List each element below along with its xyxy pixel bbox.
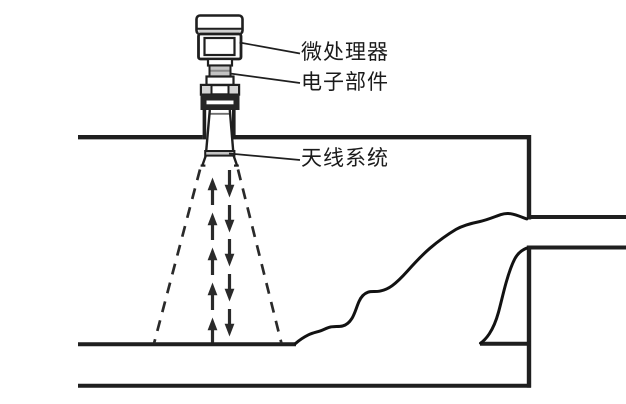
transmit-wave-arrows bbox=[224, 170, 235, 337]
sensor-display-window bbox=[203, 36, 236, 57]
echo-wave-arrows bbox=[207, 177, 218, 343]
radar-sensor-head bbox=[195, 14, 244, 61]
leader-electronics bbox=[229, 72, 301, 84]
tank-vessel bbox=[78, 134, 626, 388]
roof-nozzle bbox=[202, 109, 236, 140]
horn-side-right bbox=[228, 109, 235, 152]
sensor-cap-rim-shade bbox=[198, 29, 241, 34]
horn-flare-right bbox=[232, 155, 239, 166]
down-arrow-head bbox=[224, 184, 235, 198]
material-surface-profile bbox=[294, 211, 529, 345]
leader-microprocessor bbox=[239, 41, 301, 55]
neck-segment-lower bbox=[205, 75, 235, 87]
material-back-slope bbox=[479, 246, 528, 345]
horn-side-left bbox=[205, 109, 211, 152]
hex-nut-facet-left bbox=[202, 86, 211, 94]
horn-flare-left bbox=[201, 155, 207, 166]
down-arrow-head bbox=[224, 219, 235, 233]
down-arrow-head bbox=[224, 253, 235, 267]
electronics-neck bbox=[199, 57, 241, 110]
down-arrow-head bbox=[224, 323, 235, 337]
up-arrow-head bbox=[207, 177, 218, 191]
hex-nut-facet-right bbox=[229, 86, 238, 94]
down-arrow-head bbox=[224, 288, 235, 302]
up-arrow-head bbox=[207, 317, 218, 331]
up-arrow-head bbox=[207, 282, 218, 296]
leader-antenna bbox=[228, 152, 301, 161]
up-arrow-head bbox=[207, 212, 218, 226]
label-antenna-system: 天线系统 bbox=[301, 146, 389, 170]
beam-cone bbox=[152, 169, 283, 344]
beam-edge-right bbox=[236, 169, 283, 344]
leader-lines bbox=[228, 41, 301, 161]
up-arrow-head bbox=[207, 247, 218, 261]
label-microprocessor: 微处理器 bbox=[301, 40, 389, 64]
beam-edge-left bbox=[152, 169, 202, 344]
label-electronic-components: 电子部件 bbox=[301, 70, 389, 94]
mounting-flange-groove bbox=[206, 100, 234, 105]
material-surface bbox=[294, 211, 529, 345]
